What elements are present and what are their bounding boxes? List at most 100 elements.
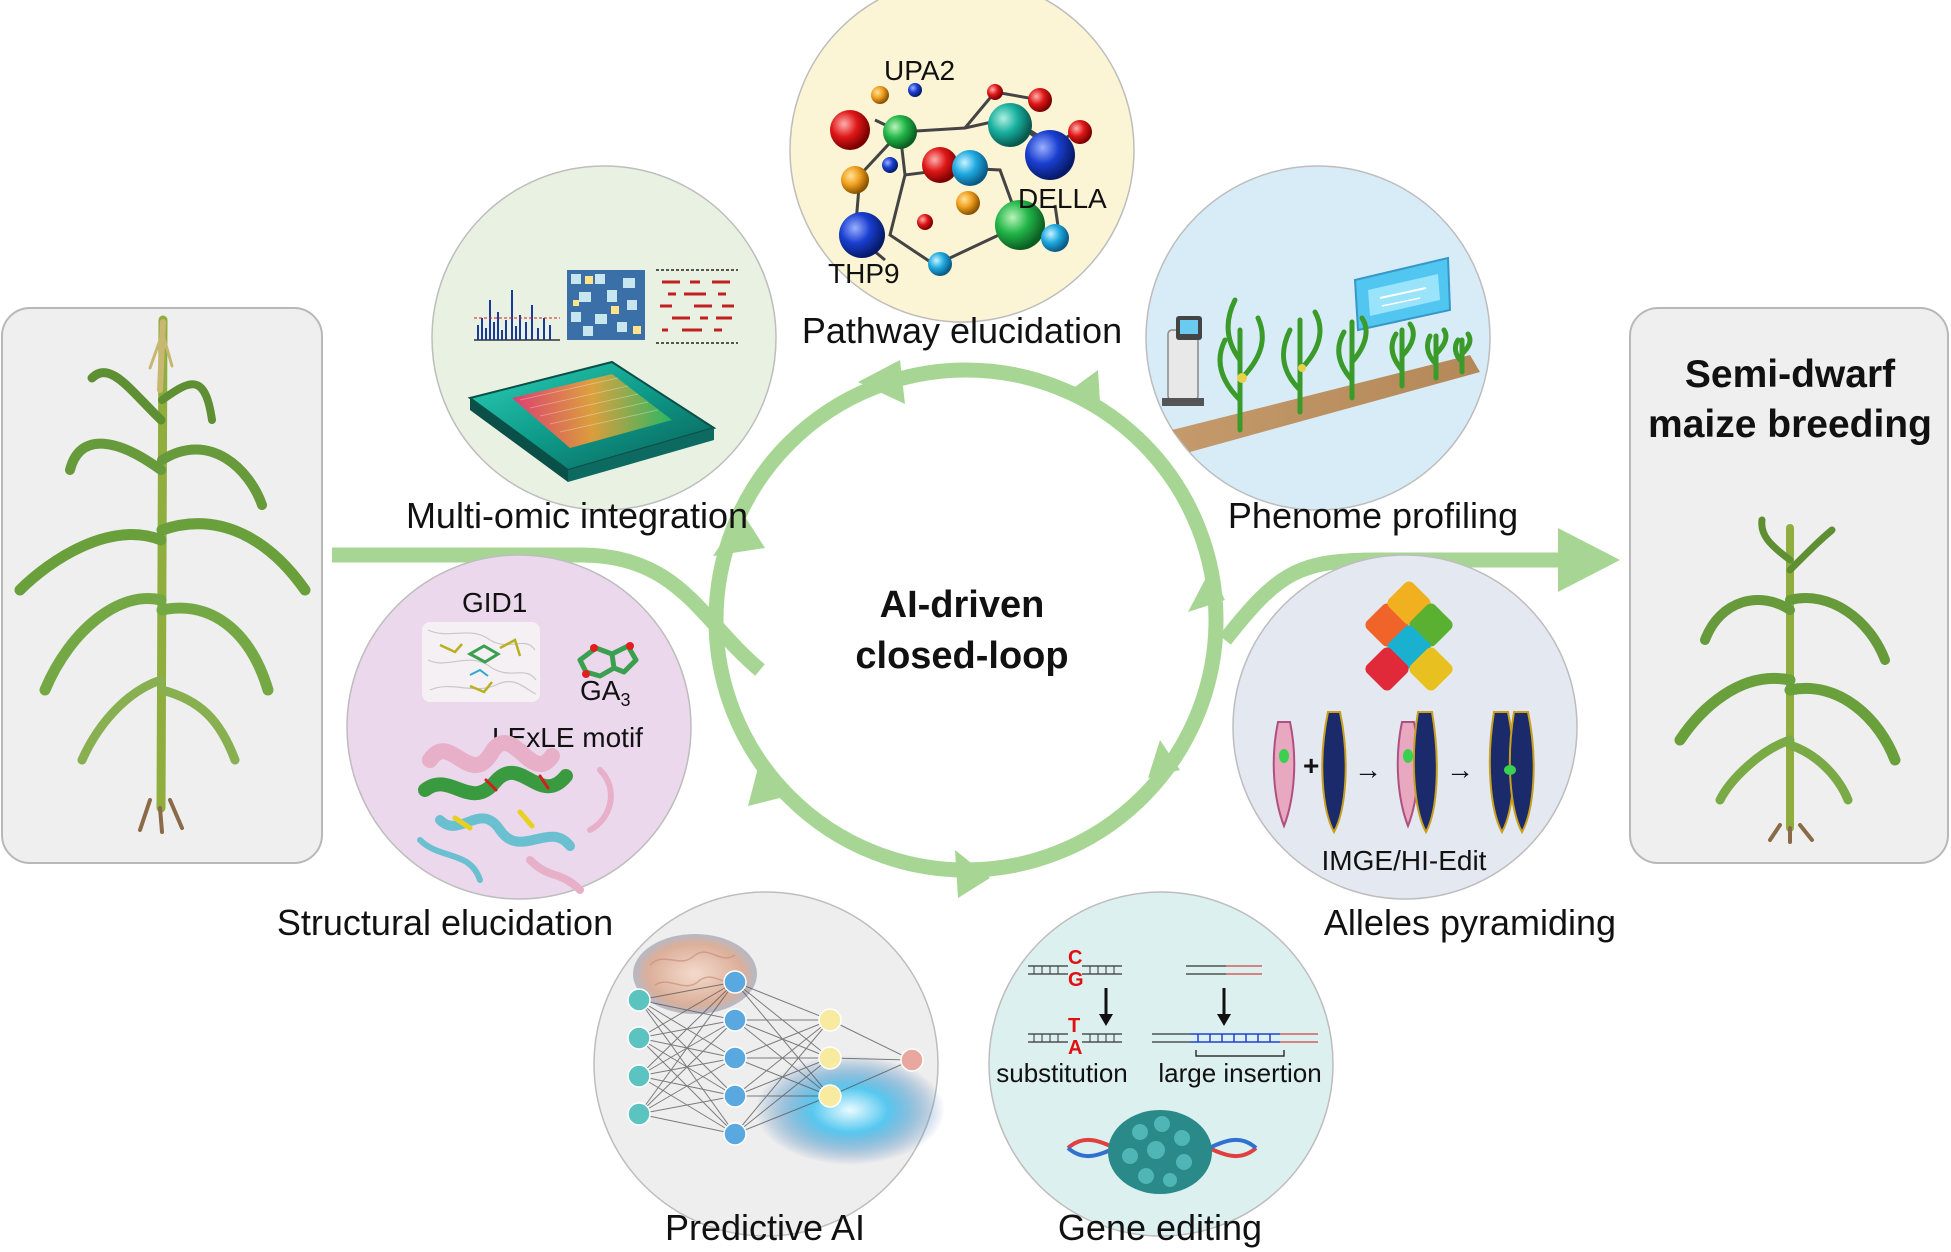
network-node-layer-1 [627, 1064, 651, 1088]
phenotyping-scanner-graphic [1162, 316, 1204, 406]
input-plant-panel [1, 307, 323, 864]
chromosome-6 [1508, 711, 1535, 835]
semi-dwarf-maize-plant [1674, 516, 1901, 844]
network-edge [638, 1057, 736, 1115]
chromosome-2 [1321, 711, 1347, 835]
stage-label-structural: Structural elucidation [277, 902, 613, 943]
base-before-top: C [1068, 947, 1082, 969]
network-edge [734, 1057, 831, 1135]
network-edge [638, 981, 736, 1077]
output-title-line2: maize breeding [1648, 403, 1932, 446]
network-node-layer-1 [627, 988, 651, 1012]
stage-label-predictive: Predictive AI [665, 1207, 865, 1248]
node-label-thp9: THP9 [828, 258, 900, 289]
heatmap-graphic [567, 270, 645, 340]
loop-arrowhead-top-right [1068, 370, 1100, 402]
network-edge [638, 981, 736, 1039]
loop-arrowhead-top-left [858, 360, 905, 404]
network-node-layer-2 [723, 970, 747, 994]
output-plant-panel: Semi-dwarf maize breeding [1629, 307, 1949, 864]
gid1-binding-pocket-graphic: GID1 [422, 587, 540, 702]
plus-sign: + [1303, 750, 1319, 781]
loop-arrowhead-bottom-right [1148, 740, 1180, 778]
neural-network-graphic [627, 970, 924, 1146]
stage-predictive: Predictive AI [593, 891, 945, 1248]
loop-arrowhead-bottom [955, 850, 990, 898]
network-node-layer-2 [723, 1122, 747, 1146]
down-arrow-icon [1217, 1014, 1231, 1026]
stage-label-phenome: Phenome profiling [1228, 495, 1518, 536]
output-title-line1: Semi-dwarf [1685, 353, 1896, 396]
network-edge [638, 1113, 736, 1135]
loop-arrowhead-bottom-left [748, 760, 788, 806]
della-protein-ribbon-graphic [417, 735, 614, 894]
stage-phenome: Phenome profiling [1145, 165, 1518, 536]
network-node-layer-3 [818, 1008, 842, 1032]
network-edge [734, 1019, 831, 1097]
loop-arrowhead-right [1188, 570, 1225, 612]
network-edge [734, 1019, 831, 1135]
molecular-network-graphic [830, 83, 1092, 276]
stage-alleles: + → → IMGE/HI-Edit Alleles pyramiding [1232, 554, 1616, 943]
base-before-bottom: G [1068, 969, 1084, 991]
network-edge [829, 1057, 913, 1061]
network-edge [829, 1019, 913, 1061]
tall-maize-plant [14, 315, 311, 834]
base-after-bottom: A [1068, 1037, 1082, 1059]
protein-label-gid1: GID1 [462, 587, 527, 618]
network-node-layer-2 [723, 1046, 747, 1070]
center-label-line2: closed-loop [855, 635, 1068, 677]
network-edge [638, 1095, 736, 1115]
stage-label-alleles: Alleles pyramiding [1324, 902, 1616, 943]
stage-structural: GID1 GA3 LExLE motif Structural elucidat… [277, 554, 692, 943]
network-node-layer-3 [818, 1084, 842, 1108]
network-node-layer-2 [723, 1084, 747, 1108]
network-edge [638, 1019, 736, 1115]
puzzle-pyramid-icon [1365, 581, 1453, 691]
holographic-display-graphic [1353, 256, 1452, 332]
stage-multiomic: Multi-omic integration [406, 165, 777, 536]
ligand-label-ga3: GA3 [580, 675, 630, 710]
insertion-label: large insertion [1158, 1058, 1321, 1088]
network-node-layer-4 [900, 1048, 924, 1072]
center-label-line1: AI-driven [880, 584, 1045, 626]
network-node-layer-2 [723, 1008, 747, 1032]
stage-pathway: UPA2 DELLA THP9 Pathway elucidation [789, 0, 1135, 351]
maize-seedlings-row [1217, 297, 1473, 433]
substitution-label: substitution [996, 1058, 1128, 1088]
down-arrow-icon [1099, 1014, 1113, 1026]
chromosome-1 [1272, 721, 1296, 829]
stage-label-gene-editing: Gene editing [1058, 1207, 1262, 1248]
cas-protein-dna-graphic [1066, 1110, 1258, 1194]
glow-cloud [755, 1055, 945, 1165]
loop-arrowhead-left [713, 512, 765, 556]
manhattan-plot-graphic [474, 290, 560, 341]
network-edge [734, 1019, 831, 1059]
stage-gene-editing: C G T A substitution [988, 891, 1334, 1248]
network-node-layer-1 [627, 1102, 651, 1126]
arrow-right-icon-1: → [1354, 754, 1382, 785]
ai-chip-graphic [467, 360, 717, 482]
base-after-top: T [1068, 1015, 1080, 1037]
method-label: IMGE/HI-Edit [1322, 845, 1487, 876]
insertion-schematic [1152, 965, 1318, 1057]
stage-label-pathway: Pathway elucidation [802, 310, 1122, 351]
chromosome-4 [1412, 711, 1438, 835]
network-edge [734, 1095, 831, 1135]
network-node-layer-1 [627, 1026, 651, 1050]
network-edge [734, 981, 831, 1021]
closed-loop-cycle: AI-driven closed-loop [708, 360, 1225, 898]
ga3-molecule-graphic: GA3 [577, 642, 639, 710]
network-edge [638, 981, 736, 1115]
chromosome-pyramiding-graphic: + → → [1272, 711, 1535, 835]
network-edge [638, 981, 736, 1001]
arrow-right-icon-2: → [1446, 754, 1474, 785]
sequence-track-graphic [656, 269, 738, 344]
node-label-della: DELLA [1018, 183, 1107, 214]
network-node-layer-3 [818, 1046, 842, 1070]
network-edge [829, 1059, 913, 1097]
stage-label-multiomic: Multi-omic integration [406, 495, 748, 536]
substitution-schematic: C G T A [1028, 947, 1122, 1059]
node-label-upa2: UPA2 [884, 55, 955, 86]
